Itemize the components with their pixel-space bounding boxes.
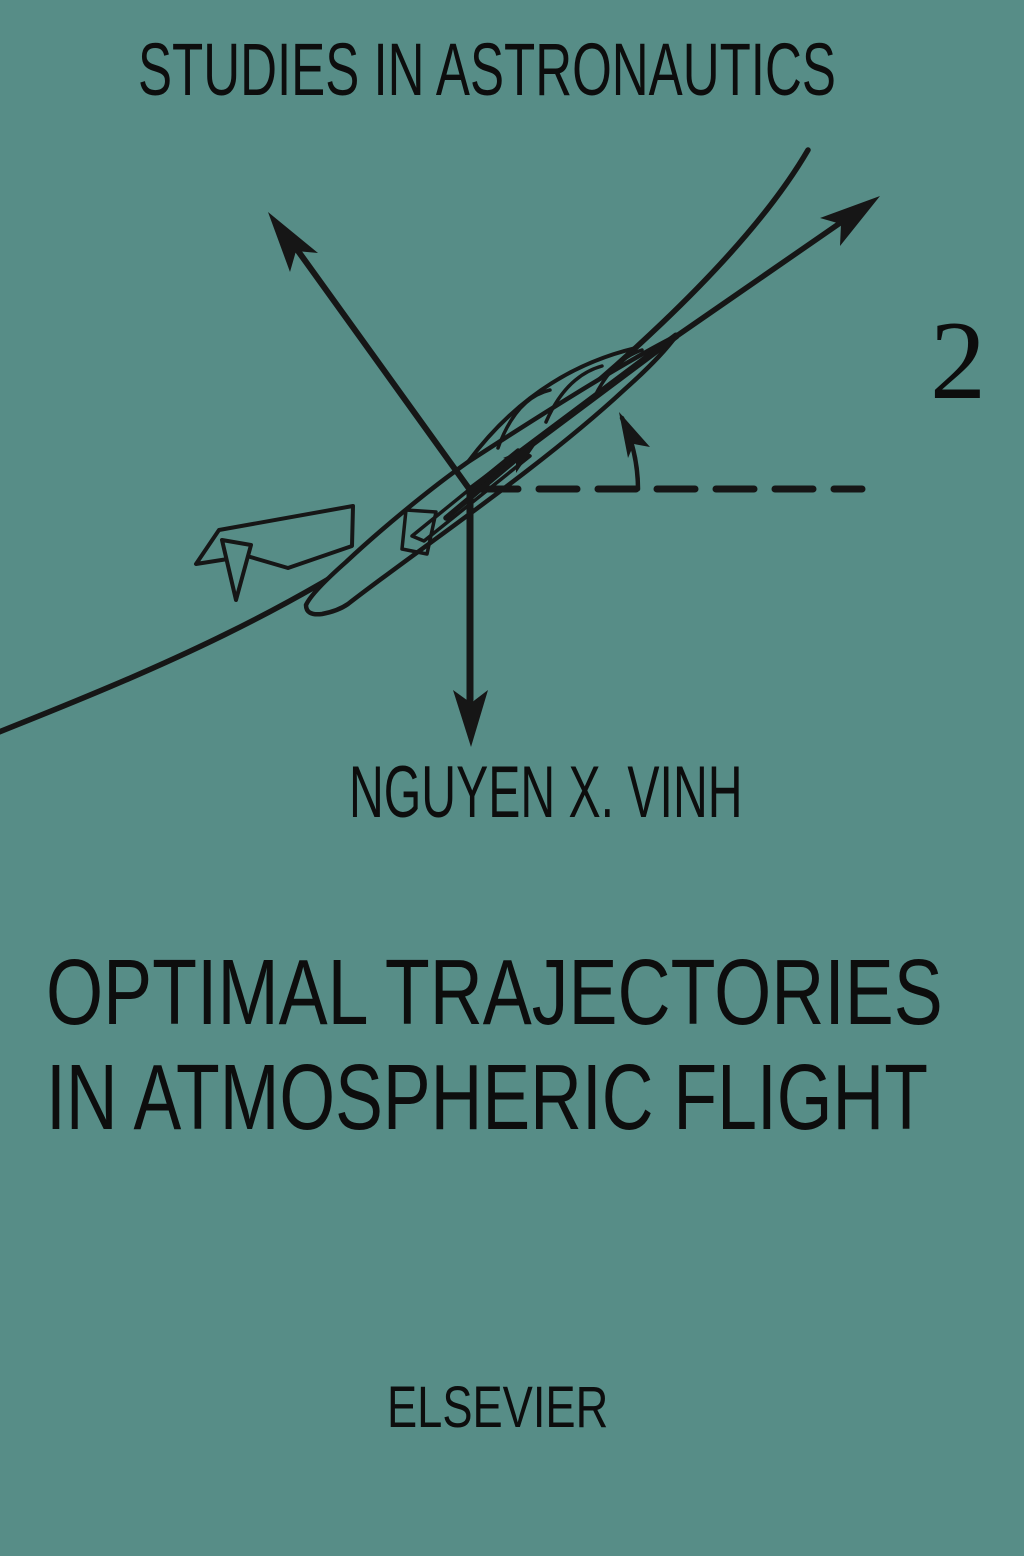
canopy-frame-2 [544,364,604,424]
canopy-outline [466,346,638,464]
lift-vector-arrow [268,212,473,493]
series-title: STUDIES IN ASTRONAUTICS [138,28,836,111]
velocity-vector-arrow [665,196,880,345]
weight-vector-arrow [453,486,488,747]
aircraft-outline [194,332,680,617]
far-wing [194,504,355,570]
publisher-name: ELSEVIER [387,1375,609,1440]
near-wing [400,508,438,556]
flight-path-curve [0,147,811,735]
flight-path-angle-arc [619,412,650,492]
canopy-frame-1 [496,388,552,450]
book-title-line-1: OPTIMAL TRAJECTORIES [46,940,943,1044]
book-title-line-2: IN ATMOSPHERIC FLIGHT [46,1045,928,1149]
volume-number: 2 [930,299,986,423]
body-axis-line [466,332,680,494]
book-title: OPTIMAL TRAJECTORIES IN ATMOSPHERIC FLIG… [46,940,1024,1150]
author-name: NGUYEN X. VINH [349,752,743,833]
tail-fin [220,538,253,602]
